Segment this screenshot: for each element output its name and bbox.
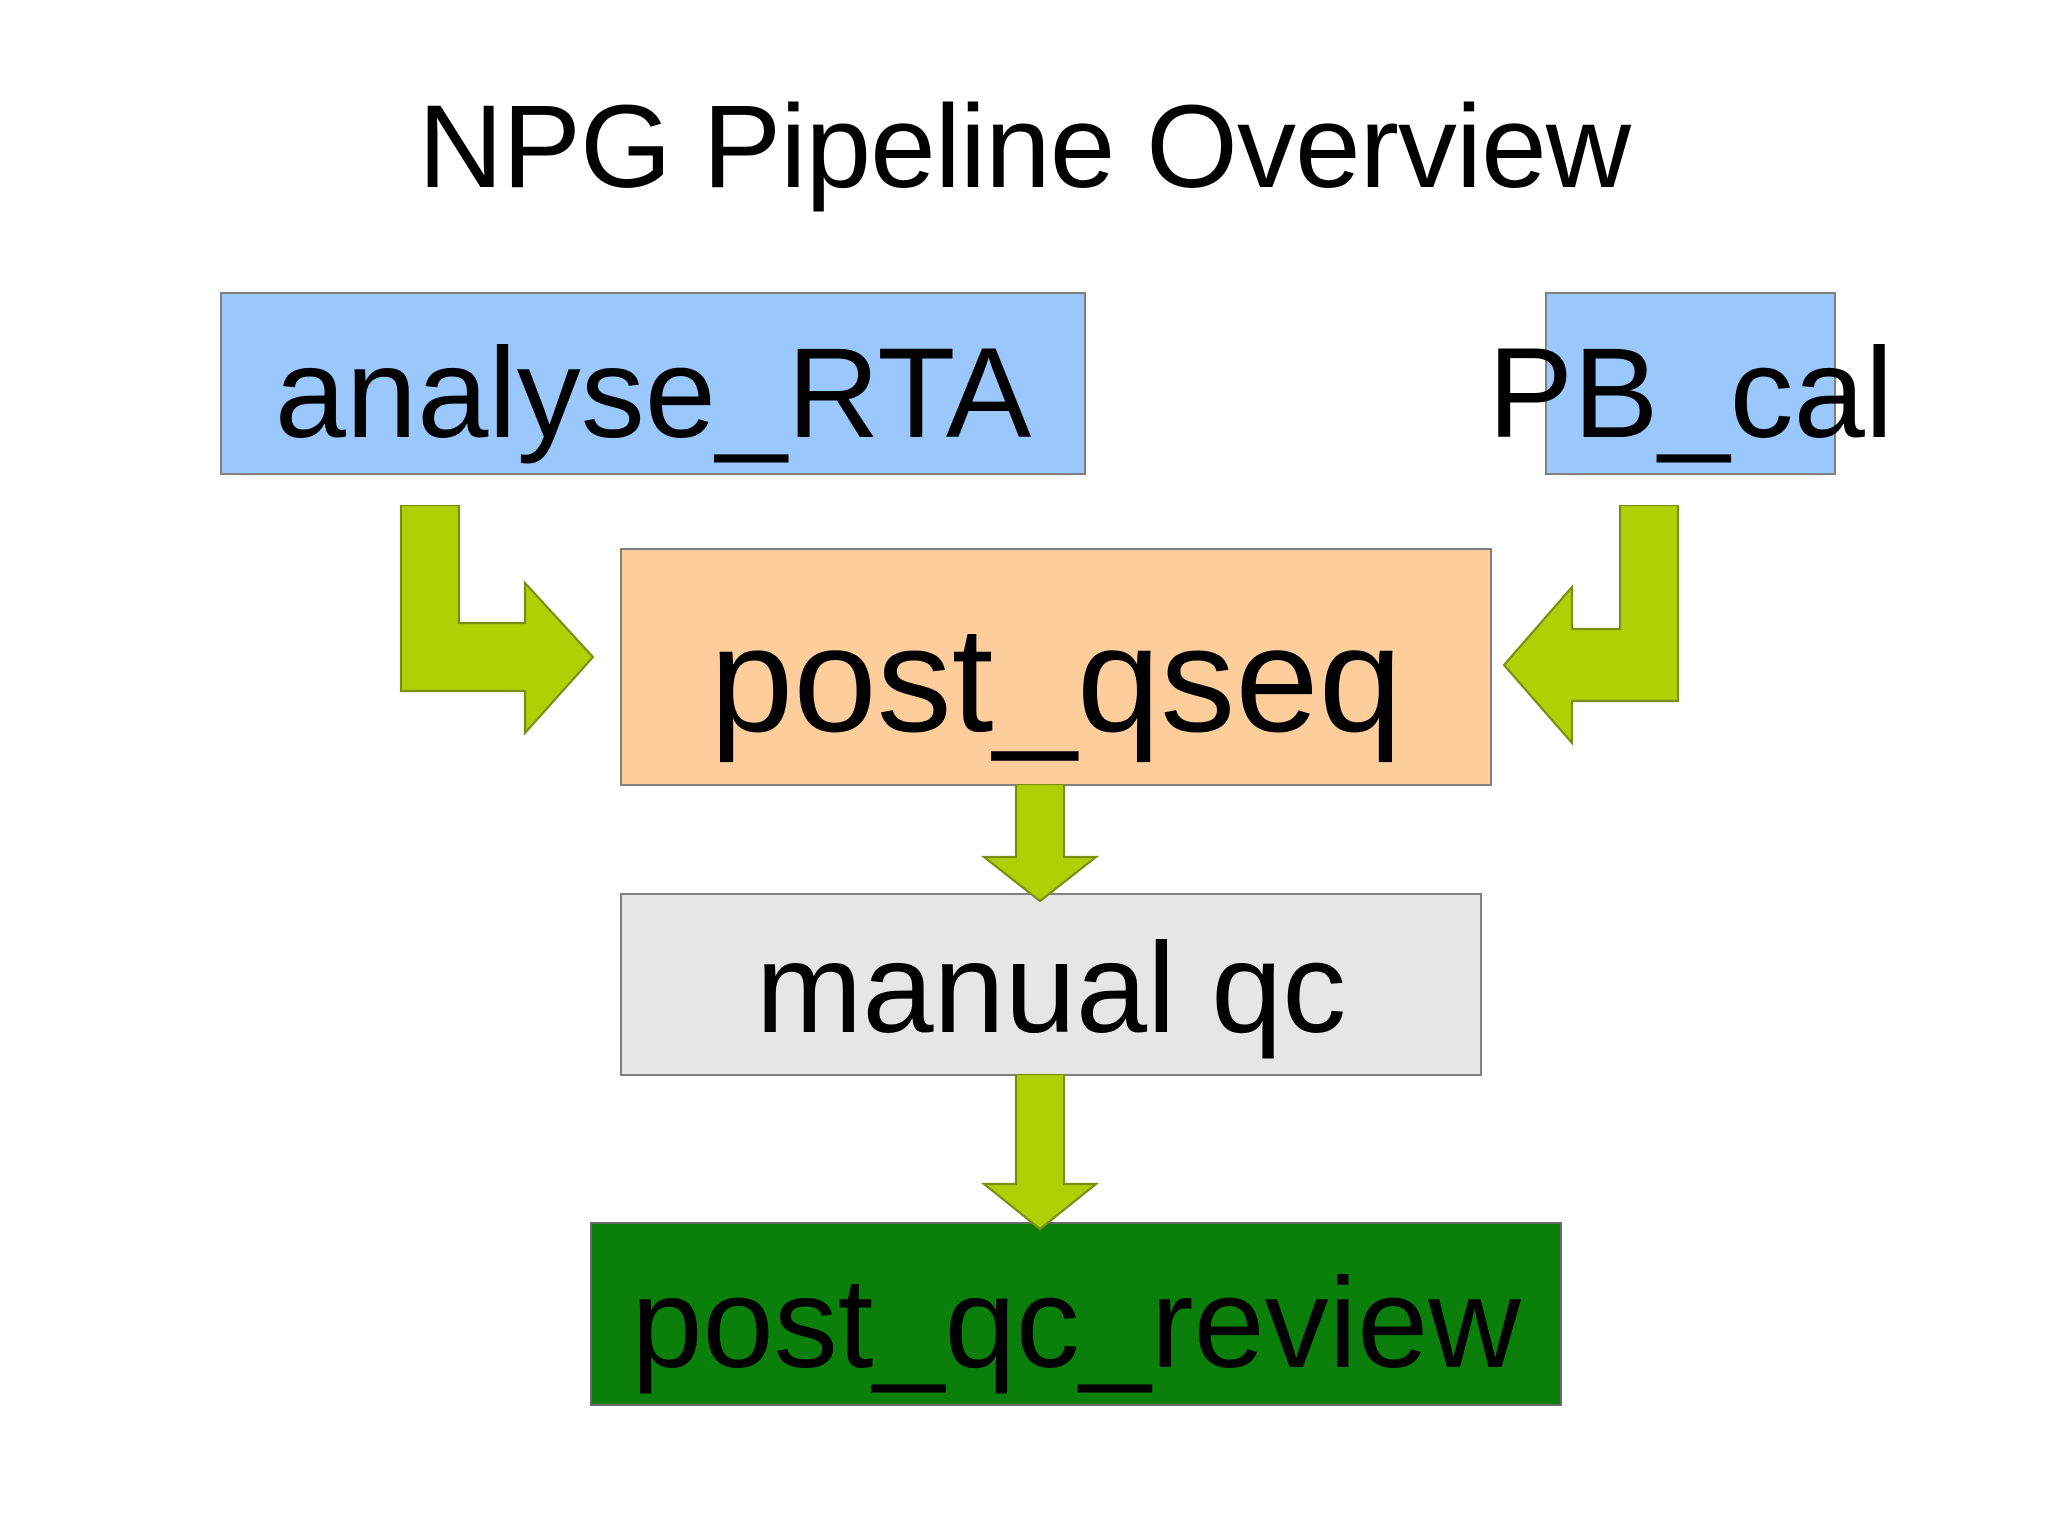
node-post-qc-review[interactable]: post_qc_review [590, 1222, 1562, 1406]
arrow-manual-qc-to-post-qc-review [980, 1074, 1100, 1230]
node-post-qseq[interactable]: post_qseq [620, 548, 1492, 786]
arrow-pb-cal-to-post-qseq [1502, 505, 1680, 746]
node-post-qseq-label: post_qseq [709, 595, 1403, 763]
node-analyse-rta[interactable]: analyse_RTA [220, 292, 1086, 475]
node-post-qc-review-label: post_qc_review [631, 1252, 1521, 1396]
page-title: NPG Pipeline Overview [418, 81, 1631, 213]
node-pb-cal-label: PB_cal [1487, 321, 1894, 465]
node-pb-cal[interactable]: PB_cal [1488, 292, 1893, 475]
arrow-post-qseq-to-manual-qc [980, 784, 1100, 902]
arrow-analyse-rta-to-post-qseq [399, 505, 595, 736]
node-manual-qc[interactable]: manual qc [620, 893, 1482, 1076]
node-manual-qc-label: manual qc [755, 916, 1347, 1060]
node-analyse-rta-label: analyse_RTA [274, 321, 1032, 465]
